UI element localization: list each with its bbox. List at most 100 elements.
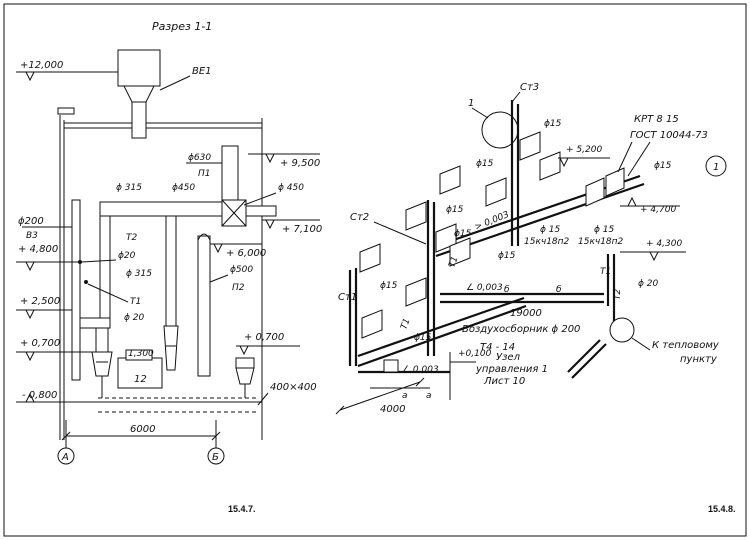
- axis-a-label: А: [61, 452, 69, 463]
- duct-mid-vertical: [165, 215, 177, 327]
- radiator: [405, 201, 427, 231]
- label-d500: ϕ500: [230, 265, 253, 275]
- dim-line-4000: [339, 381, 421, 411]
- label-t1-c: Т1: [399, 317, 412, 331]
- label-rad1: 15кч18п2: [524, 237, 570, 247]
- elevation-4700: + 4,700: [620, 196, 680, 215]
- leader-ve1: [159, 75, 191, 91]
- svg-text:+12,000: +12,000: [20, 60, 63, 71]
- label-b2: б: [556, 285, 562, 295]
- callout-1-label: 1: [468, 98, 474, 109]
- label-sheet10: Лист 10: [483, 376, 525, 387]
- leader-t1: [87, 283, 129, 303]
- label-gost: ГОСТ 10044-73: [630, 130, 708, 141]
- leader-to-heat: [631, 337, 651, 351]
- sheet-border: [3, 3, 747, 537]
- pipe-to-heat-point-b: [571, 343, 607, 379]
- label-ve1: ВЕ1: [192, 66, 212, 77]
- svg-text:+ 6,000: + 6,000: [226, 248, 266, 259]
- control-node-box: [383, 359, 399, 373]
- label-t2-a: Т2: [613, 289, 623, 300]
- leader-d450-right: [243, 192, 277, 206]
- elevation-5200: + 5,200: [558, 145, 610, 168]
- label-st1: Ст1: [338, 292, 357, 303]
- main-lower-diagonal: [357, 296, 525, 358]
- label-duct-400: 400×400: [270, 382, 317, 393]
- main-lower-diagonal-2: [357, 304, 527, 368]
- label-d200: ϕ200: [18, 216, 44, 227]
- section-drawing: Разрез 1-1 ВЕ1 ϕ630 П1 ϕ 315 ϕ450 ϕ 450: [16, 20, 322, 514]
- label-slope-1: > 0,003: [473, 210, 511, 233]
- axis-a-marker: [57, 447, 75, 465]
- elevation-0700-right: + 0,700: [236, 332, 300, 356]
- leader-callout: [471, 107, 489, 119]
- section-title: Разрез 1-1: [152, 20, 212, 33]
- label-t4: Т4 - 14: [480, 342, 515, 353]
- duct-main-horizontal: [99, 201, 223, 217]
- label-d15-krt: ϕ15: [654, 161, 672, 171]
- radiators: [359, 131, 625, 339]
- label-d630: ϕ630: [188, 153, 211, 163]
- label-t2: Т2: [126, 233, 137, 243]
- label-rad2: 15кч18п2: [578, 237, 624, 247]
- svg-text:+ 4,800: + 4,800: [18, 244, 58, 255]
- elevation-4300: + 4,300: [620, 239, 686, 262]
- duct-p2-hook: [197, 233, 211, 241]
- elevation-0100: +0,100: [449, 349, 492, 400]
- label-p1: П1: [198, 169, 211, 179]
- elevation-minus-0800: - 0,800: [16, 390, 60, 403]
- radiator: [605, 167, 625, 197]
- duct-p1-cross-2: [221, 199, 247, 227]
- label-d15-l: ϕ15: [498, 251, 516, 261]
- label-b1: б: [504, 285, 510, 295]
- duct-right-horizontal: [245, 205, 277, 217]
- elevation-4800: + 4,800: [16, 244, 80, 272]
- label-slope-3: ∠ 0,003: [402, 365, 439, 375]
- label-v3: В3: [26, 231, 38, 241]
- svg-text:+ 2,500: + 2,500: [20, 296, 60, 307]
- label-to-heat-2: пункту: [680, 354, 718, 365]
- radiator: [361, 309, 383, 339]
- elevation-9500: + 9,500: [248, 153, 320, 169]
- sheet-circle-text: 1: [713, 162, 719, 173]
- radiator: [519, 131, 541, 161]
- svg-text:- 0,800: - 0,800: [22, 390, 57, 401]
- label-node-2: управления 1: [475, 364, 548, 375]
- label-19000: 19000: [510, 308, 542, 319]
- label-a1: а: [402, 391, 408, 401]
- diffuser-left: [91, 351, 113, 377]
- caption-right: 15.4.8.: [708, 504, 736, 514]
- label-st3: Ст3: [520, 82, 539, 93]
- diffuser-right-top: [235, 357, 255, 369]
- label-d15-r1: ϕ 15: [540, 225, 561, 235]
- radiator: [449, 237, 471, 267]
- radiator: [359, 243, 381, 273]
- label-e1300: 1,300: [128, 349, 154, 359]
- svg-text:+ 9,500: + 9,500: [280, 158, 320, 169]
- label-d15-c: ϕ15: [454, 229, 472, 239]
- label-t1: Т1: [130, 297, 141, 307]
- label-krt: КРТ 8 15: [634, 114, 679, 125]
- label-d20-b: ϕ 20: [124, 313, 145, 323]
- label-node-1: Узел: [496, 352, 521, 363]
- duct-left-vertical: [99, 215, 111, 321]
- radiator: [539, 151, 561, 181]
- elevation-6000: + 6,000: [210, 243, 266, 259]
- leader-duct-400: [257, 392, 269, 406]
- label-t1-b: Т1: [447, 255, 460, 269]
- leader-d500: [209, 274, 229, 283]
- radiator: [405, 277, 427, 307]
- exhaust-fan-ve1: [117, 49, 161, 87]
- caption-left: 15.4.7.: [228, 504, 256, 514]
- leader-krt-2: [627, 141, 651, 177]
- diffuser-right: [235, 367, 255, 385]
- riser-t-joint: [84, 280, 88, 284]
- svg-text:+ 4,300: + 4,300: [646, 239, 682, 249]
- label-d450-right: ϕ 450: [278, 183, 304, 193]
- roof-vent-cap: [57, 107, 75, 115]
- exhaust-fan-cone: [123, 85, 155, 103]
- duct-p2-vertical: [197, 235, 211, 377]
- radiator: [439, 165, 461, 195]
- elevation-0700-left: + 0,700: [16, 338, 92, 362]
- elevation-2500: + 2,500: [16, 296, 72, 320]
